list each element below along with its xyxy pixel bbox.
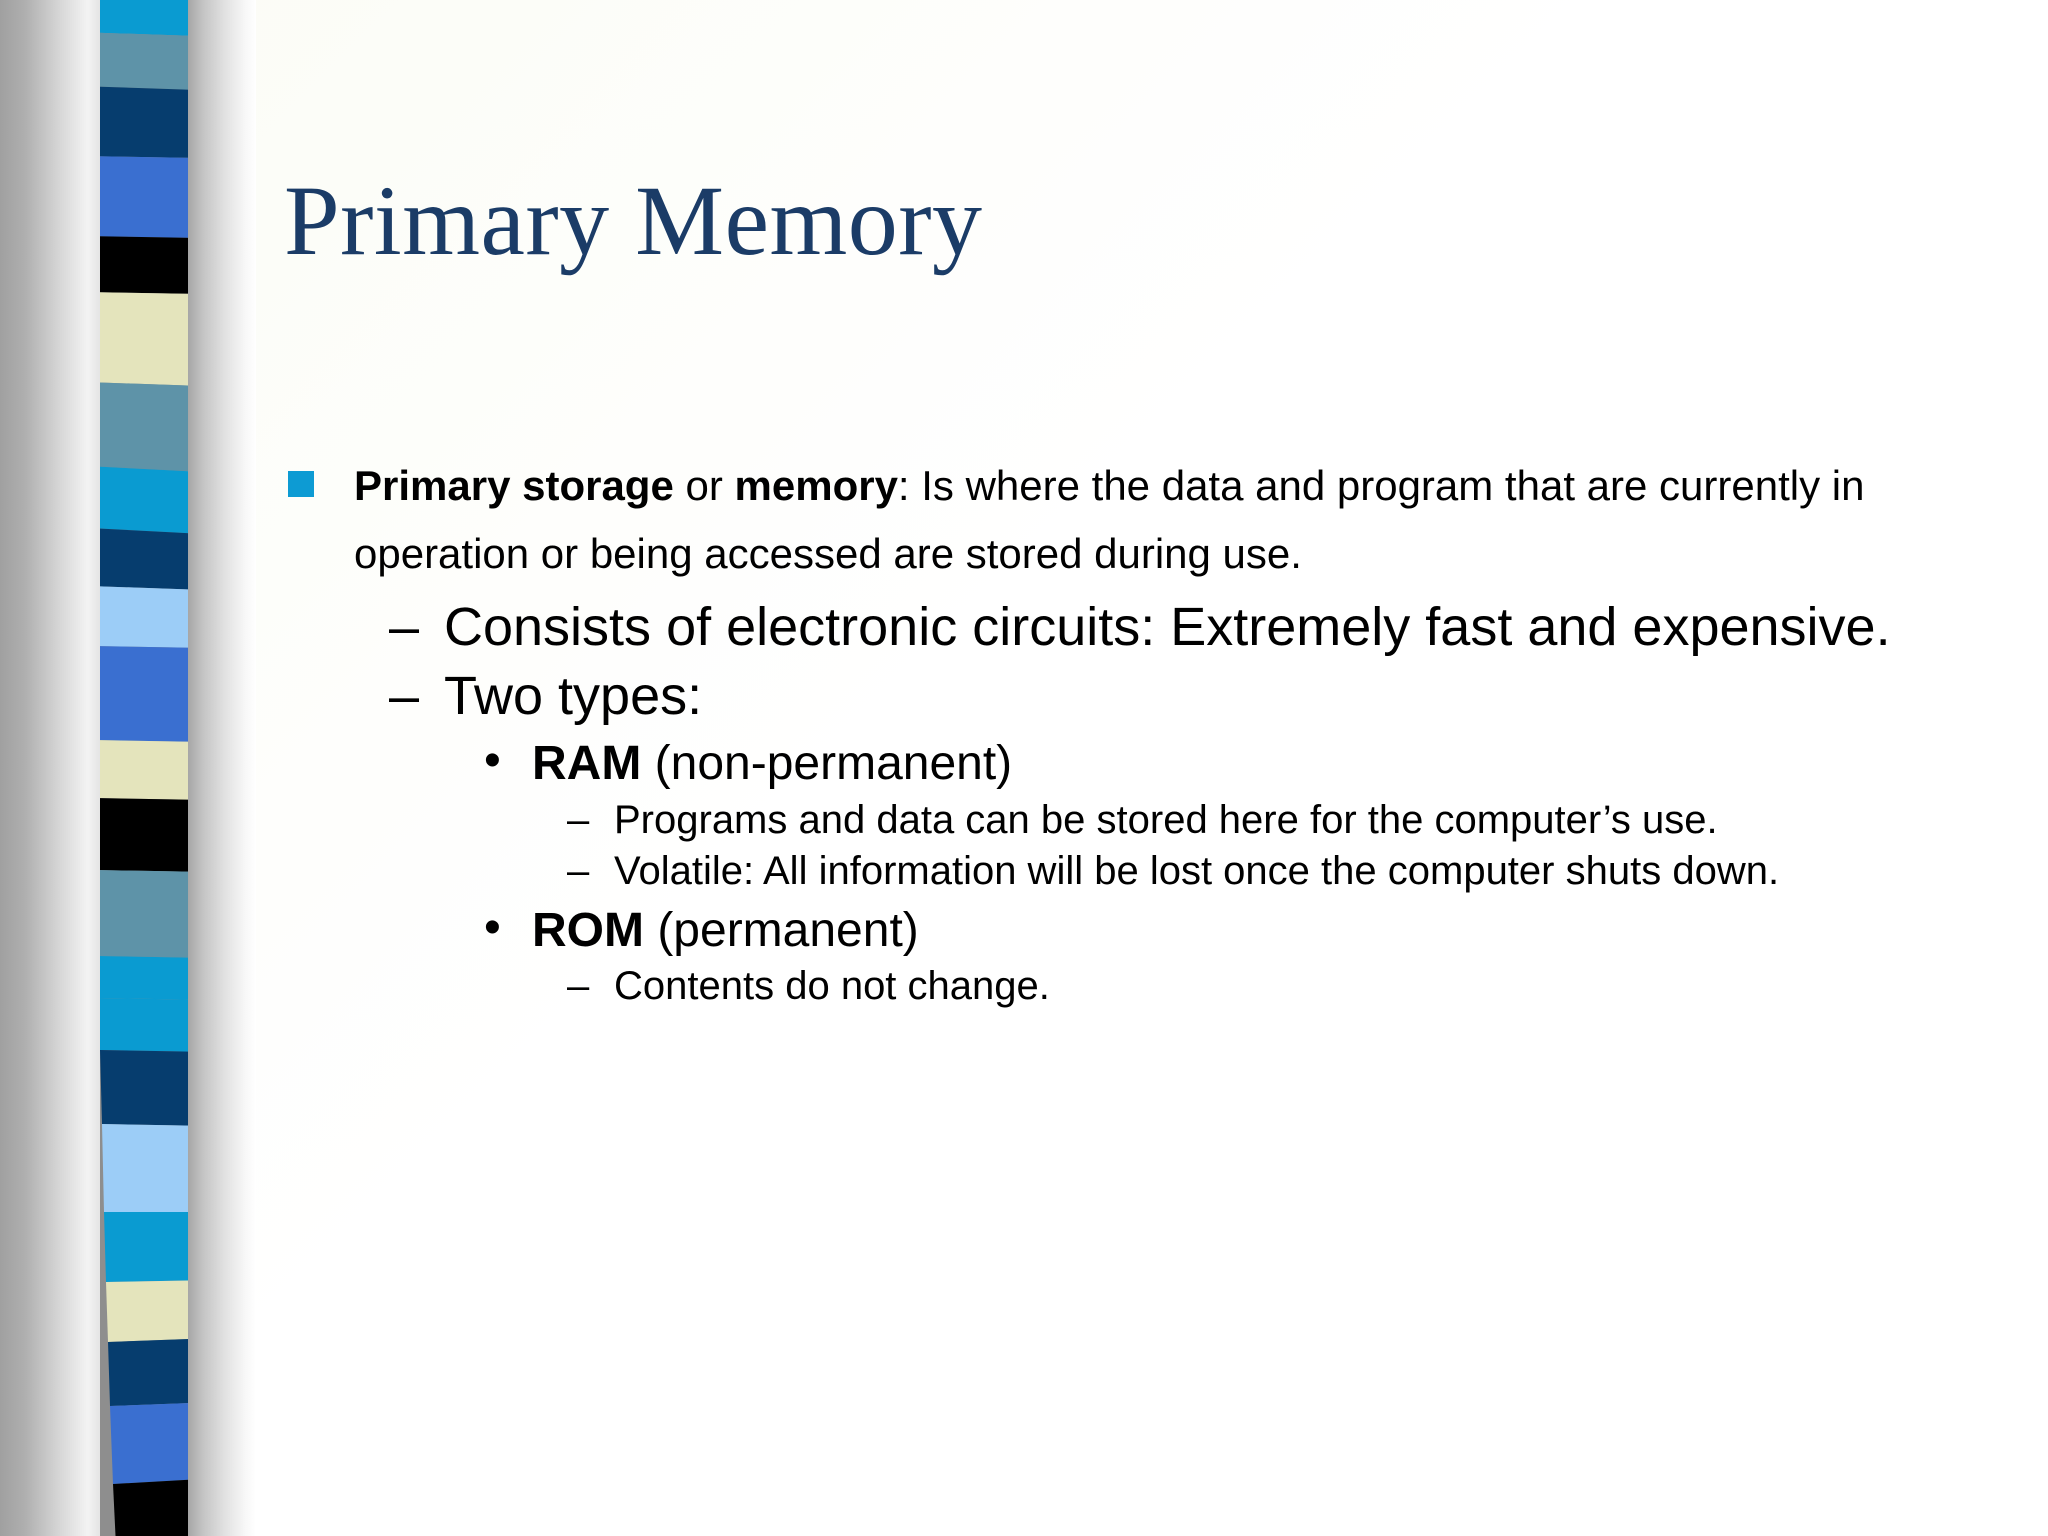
bullet-level3-rom: • ROM (permanent) <box>284 900 2004 960</box>
bullet-level1-mid: or <box>673 462 735 509</box>
bullet-level4-rom-contents-label: Contents do not change. <box>614 964 1050 1009</box>
dash-bullet-icon: – <box>389 597 420 658</box>
dash-bullet-icon: – <box>567 964 590 1009</box>
bullet-level3-rom-bold: ROM <box>532 903 644 957</box>
dot-bullet-icon: • <box>484 900 501 954</box>
dot-bullet-icon: • <box>484 734 501 788</box>
bullet-level4-ram-programs: – Programs and data can be stored here f… <box>284 797 2004 844</box>
bullet-level1-rest: : Is where the data and program that are… <box>354 462 1865 578</box>
dash-bullet-icon: – <box>567 848 590 893</box>
bullet-level2-two-types-label: Two types: <box>444 666 703 727</box>
bullet-level2-two-types: – Two types: <box>284 665 2004 728</box>
bullet-level4-ram-programs-label: Programs and data can be stored here for… <box>614 798 1718 843</box>
bullet-level2-consists: – Consists of electronic circuits: Extre… <box>284 596 2004 659</box>
bullet-level3-ram: • RAM (non-permanent) <box>284 734 2004 793</box>
bullet-level1-bold-a: Primary storage <box>354 462 674 509</box>
left-decorative-band <box>0 0 256 1536</box>
dash-bullet-icon: – <box>567 798 590 843</box>
bullet-level4-ram-volatile-label: Volatile: All information will be lost o… <box>614 848 1780 893</box>
bullet-level1-bold-b: memory <box>734 462 898 509</box>
page-title: Primary Memory <box>284 165 983 276</box>
dash-bullet-icon: – <box>389 666 420 727</box>
bullet-level3-ram-bold: RAM <box>532 737 642 791</box>
slide-body: Primary storage or memory: Is where the … <box>284 452 2004 1010</box>
bullet-level4-ram-volatile: – Volatile: All information will be lost… <box>284 848 2004 895</box>
band-color-stripes <box>74 0 221 1536</box>
bullet-level4-rom-contents: – Contents do not change. <box>284 963 2004 1010</box>
bullet-level3-ram-rest: (non-permanent) <box>641 737 1013 791</box>
bullet-level3-rom-rest: (permanent) <box>643 903 919 957</box>
bullet-level2-consists-label: Consists of electronic circuits: Extreme… <box>444 597 1891 658</box>
square-bullet-icon <box>288 471 314 497</box>
bullet-level1-primary-storage: Primary storage or memory: Is where the … <box>284 452 2004 588</box>
